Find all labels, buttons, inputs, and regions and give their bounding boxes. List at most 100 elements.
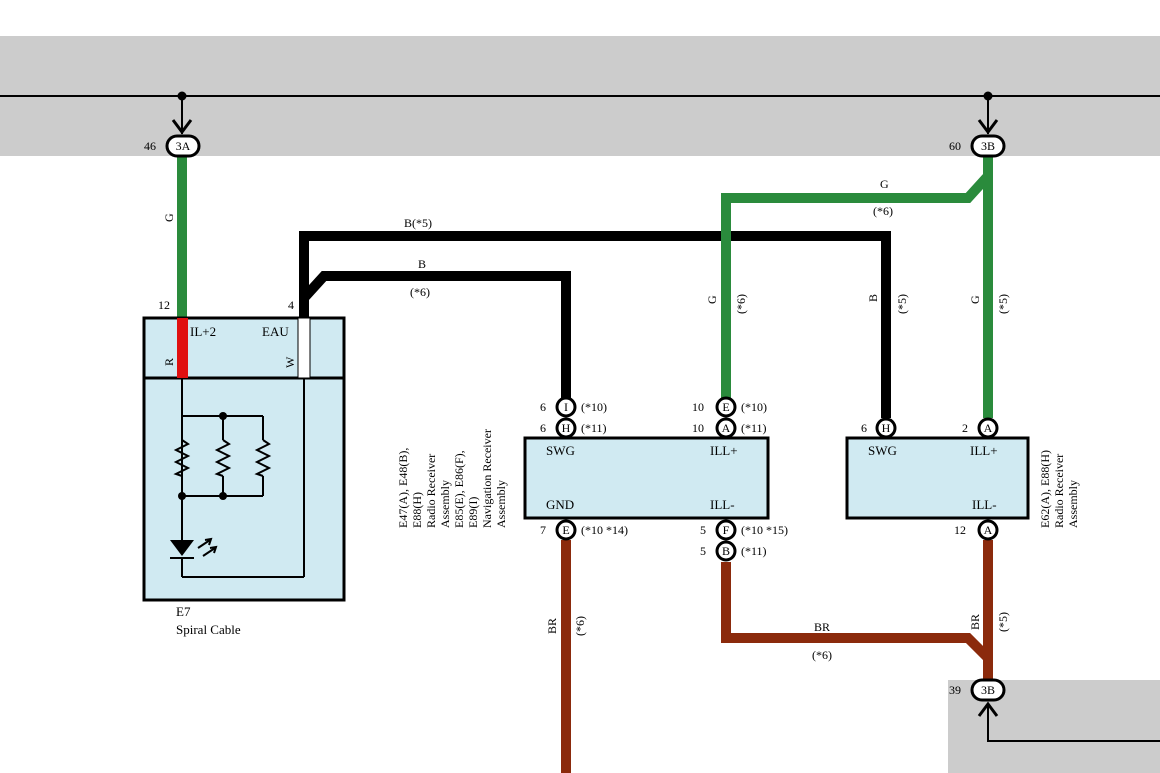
label-w-b-right-note: (*5) <box>895 294 909 314</box>
svg-text:H: H <box>562 421 571 435</box>
nav-pin-i: I 6 (*10) <box>540 396 607 418</box>
spiral-cable-code: E7 <box>176 604 191 619</box>
radio-label-illm: ILL- <box>972 497 997 512</box>
radio-receiver-box <box>845 436 1030 520</box>
svg-text:10: 10 <box>692 421 704 435</box>
svg-text:A: A <box>722 421 731 435</box>
svg-text:A: A <box>984 523 993 537</box>
nav-label-illp: ILL+ <box>710 443 738 458</box>
label-w-g-top: G <box>880 177 889 191</box>
svg-text:(*10 *15): (*10 *15) <box>741 523 788 537</box>
radio-receiver-label-line: Radio Receiver <box>1052 454 1066 528</box>
wire-green-g6 <box>721 172 992 398</box>
spiral-pin-4: 4 <box>288 298 294 312</box>
svg-text:12: 12 <box>954 523 966 537</box>
svg-text:E: E <box>722 400 729 414</box>
svg-text:B: B <box>722 544 730 558</box>
nav-label-illm: ILL- <box>710 497 735 512</box>
spiral-label-eau: EAU <box>262 324 289 339</box>
svg-text:(*10): (*10) <box>741 400 767 414</box>
spiral-cable-internal <box>170 378 305 578</box>
svg-text:2: 2 <box>962 421 968 435</box>
svg-text:(*10): (*10) <box>581 400 607 414</box>
radio-pin-a-top: A 2 <box>962 417 999 439</box>
svg-text:3B: 3B <box>981 683 995 697</box>
connector-3b-bottom: 3B 39 <box>949 678 1006 702</box>
wire-black-b5 <box>299 231 891 418</box>
label-w-b6: B <box>418 257 426 271</box>
label-w-g-right: G <box>968 295 982 304</box>
spiral-cable-name: Spiral Cable <box>176 622 241 637</box>
label-w-g-mid-note: (*6) <box>734 294 748 314</box>
svg-text:(*11): (*11) <box>741 544 767 558</box>
label-w-br-right-note: (*5) <box>996 612 1010 632</box>
nav-receiver-box <box>523 436 770 520</box>
label-w-g-top-note: (*6) <box>873 204 893 218</box>
svg-text:3B: 3B <box>981 139 995 153</box>
wire-black-b6 <box>300 271 571 398</box>
nav-label-swg: SWG <box>546 443 575 458</box>
label-w-br-left-note: (*6) <box>573 616 587 636</box>
svg-text:3A: 3A <box>176 139 191 153</box>
nav-pin-h: H 6 (*11) <box>540 417 607 439</box>
nav-pin-e-bottom: E 7 (*10 *14) <box>540 519 628 541</box>
arrow-right <box>977 119 999 135</box>
light-arrow-1 <box>197 539 211 549</box>
nav-receiver-label-line: Assembly <box>438 480 452 528</box>
spiral-label-il: IL+2 <box>190 324 216 339</box>
radio-pin-a-bottom: A 12 <box>954 519 999 541</box>
radio-pin-h: H 6 <box>861 417 897 439</box>
svg-text:6: 6 <box>540 421 546 435</box>
nav-pin-e-top: E 10 (*10) <box>692 396 767 418</box>
nav-receiver-label-line: E88(H) <box>410 492 424 528</box>
connector-3a-top: 3A 46 <box>144 134 201 158</box>
connector-3b-top: 3B 60 <box>949 134 1006 158</box>
svg-text:(*11): (*11) <box>581 421 607 435</box>
svg-text:I: I <box>564 400 568 414</box>
spiral-wire-r: R <box>162 358 176 366</box>
svg-text:5: 5 <box>700 523 706 537</box>
svg-text:A: A <box>984 421 993 435</box>
label-w-b5: B(*5) <box>404 216 432 230</box>
nav-receiver-label-line: E85(E), E86(F), <box>452 450 466 528</box>
svg-text:H: H <box>882 421 891 435</box>
nav-label-gnd: GND <box>546 497 574 512</box>
nav-pin-f: F 5 (*10 *15) <box>700 519 788 541</box>
wire-red-il <box>177 318 188 378</box>
nav-receiver-label-line: E47(A), E48(B), <box>396 448 410 528</box>
svg-text:(*11): (*11) <box>741 421 767 435</box>
nav-pin-a: A 10 (*11) <box>692 417 767 439</box>
label-w-br-right: BR <box>968 614 982 630</box>
svg-text:F: F <box>723 523 730 537</box>
spiral-wire-w: W <box>283 356 297 368</box>
nav-receiver-label-line: E89(I) <box>466 497 480 528</box>
svg-text:E: E <box>562 523 569 537</box>
svg-text:10: 10 <box>692 400 704 414</box>
nav-pin-b: B 5 (*11) <box>700 540 767 562</box>
radio-label-swg: SWG <box>868 443 897 458</box>
radio-receiver-label-line: E62(A), E88(H) <box>1038 450 1052 528</box>
label-w-br-bottom: BR <box>814 620 830 634</box>
wire-brown-bottom <box>721 562 992 662</box>
svg-text:5: 5 <box>700 544 706 558</box>
svg-text:39: 39 <box>949 683 961 697</box>
label-w-br-bottom-note: (*6) <box>812 648 832 662</box>
light-arrow-2 <box>202 547 216 557</box>
radio-receiver-label-line: Assembly <box>1066 480 1080 528</box>
label-w-g-left: G <box>162 213 176 222</box>
nav-receiver-label-line: Assembly <box>494 480 508 528</box>
svg-text:6: 6 <box>540 400 546 414</box>
radio-label-illp: ILL+ <box>970 443 998 458</box>
svg-text:7: 7 <box>540 523 546 537</box>
label-w-b-right: B <box>866 294 880 302</box>
label-w-g-mid: G <box>705 295 719 304</box>
bottom-bus-line <box>987 706 1160 742</box>
label-w-br-left: BR <box>545 618 559 634</box>
nav-receiver-label-line: Navigation Receiver <box>480 429 494 528</box>
arrow-left <box>171 119 193 135</box>
resistor-1 <box>173 439 191 477</box>
label-w-g-right-note: (*5) <box>996 294 1010 314</box>
label-w-b6-note: (*6) <box>410 285 430 299</box>
